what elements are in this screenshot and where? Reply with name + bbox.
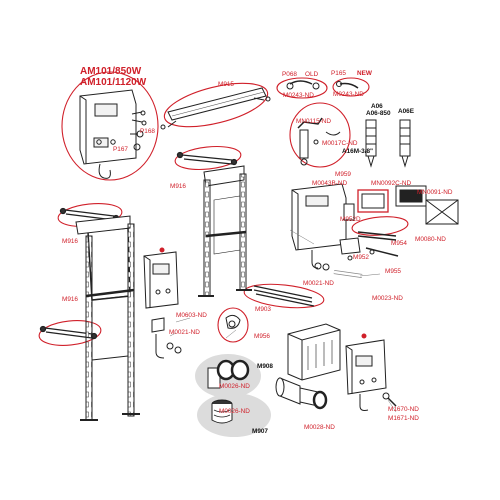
label-mn0091: MN0091-ND (417, 189, 453, 196)
label-old: OLD (305, 71, 319, 78)
label-m952d: M952D (340, 216, 361, 223)
label-a16m: A16M-3/8" (342, 148, 374, 155)
label-mn0092c: MN0092C-ND (371, 180, 412, 187)
label-m0243-old: M0243-ND (283, 92, 314, 99)
callout-m916-top (174, 145, 242, 171)
cistern-left (143, 247, 182, 359)
cistern-bottom-right (345, 333, 397, 411)
model-title-line-2: AM101/1120W (80, 77, 147, 88)
drain-pipe (275, 377, 328, 410)
label-m1671: M1671-ND (388, 415, 419, 422)
label-m0023: M0023-ND (372, 295, 403, 302)
label-p168: P168 (140, 128, 155, 135)
label-m0021-left: M0021-ND (169, 329, 200, 336)
frame-center (198, 165, 252, 297)
label-m0603: M0603-ND (176, 312, 207, 319)
label-m0026-bottom: M0026-ND (219, 408, 250, 415)
bolts-m916 (39, 151, 238, 340)
label-p167: P167 (113, 146, 128, 153)
label-a06-850: A06-850 (366, 110, 391, 117)
label-m952: M952 (353, 254, 369, 261)
flush-plates (357, 185, 459, 225)
rail-m915 (160, 87, 271, 130)
label-a06: A06 (371, 103, 383, 110)
label-m916-mid: M916 (62, 238, 78, 245)
frame-left (75, 215, 140, 421)
callout-valve (289, 102, 351, 168)
label-m908: M908 (257, 363, 273, 370)
rings-m908 (207, 359, 250, 389)
flush-valves (365, 119, 411, 168)
fill-valve (297, 117, 341, 166)
rods-m903 (253, 285, 315, 307)
label-m916-low: M916 (62, 296, 78, 303)
label-new: NEW (357, 70, 372, 77)
hoses (286, 80, 359, 90)
label-m0017c: M0017C-ND (322, 140, 358, 147)
seal-m907 (211, 399, 233, 424)
leader-lines (169, 229, 397, 413)
label-mn0115: MN0115-ND (296, 118, 332, 125)
callout-old (276, 77, 328, 99)
label-m0028: M0028-ND (304, 424, 335, 431)
label-m1670: M1670-ND (388, 406, 419, 413)
bracket-m952 (339, 231, 399, 257)
cistern-right (291, 183, 363, 278)
label-m959: M959 (335, 171, 351, 178)
label-m0243-new: M0243-ND (333, 91, 364, 98)
callout-m956 (217, 307, 249, 343)
cover-box (287, 323, 341, 381)
label-m0043b: M0043B-ND (312, 180, 348, 187)
label-m955: M955 (385, 268, 401, 275)
callout-cistern-top (61, 71, 159, 181)
label-m916-top: M916 (170, 183, 186, 190)
label-m0021-right: M0021-ND (303, 280, 334, 287)
label-m0080: M0080-ND (415, 236, 446, 243)
label-m0026-top: M0026-ND (219, 383, 250, 390)
cistern-detail (79, 89, 147, 179)
label-m956: M956 (254, 333, 270, 340)
label-a06e: A06E (398, 108, 414, 115)
callout-m915 (163, 82, 269, 128)
label-p068: P068 (282, 71, 297, 78)
label-m954: M954 (391, 240, 407, 247)
label-m903: M903 (255, 306, 271, 313)
label-p165: P165 (331, 70, 346, 77)
model-title-line-1: AM101/850W (80, 66, 142, 77)
label-m915: M915 (218, 81, 234, 88)
callout-m916-low (38, 320, 102, 346)
clip-m956 (225, 314, 241, 329)
callout-new (332, 77, 370, 97)
callout-m903 (243, 283, 325, 309)
label-m907: M907 (252, 428, 268, 435)
